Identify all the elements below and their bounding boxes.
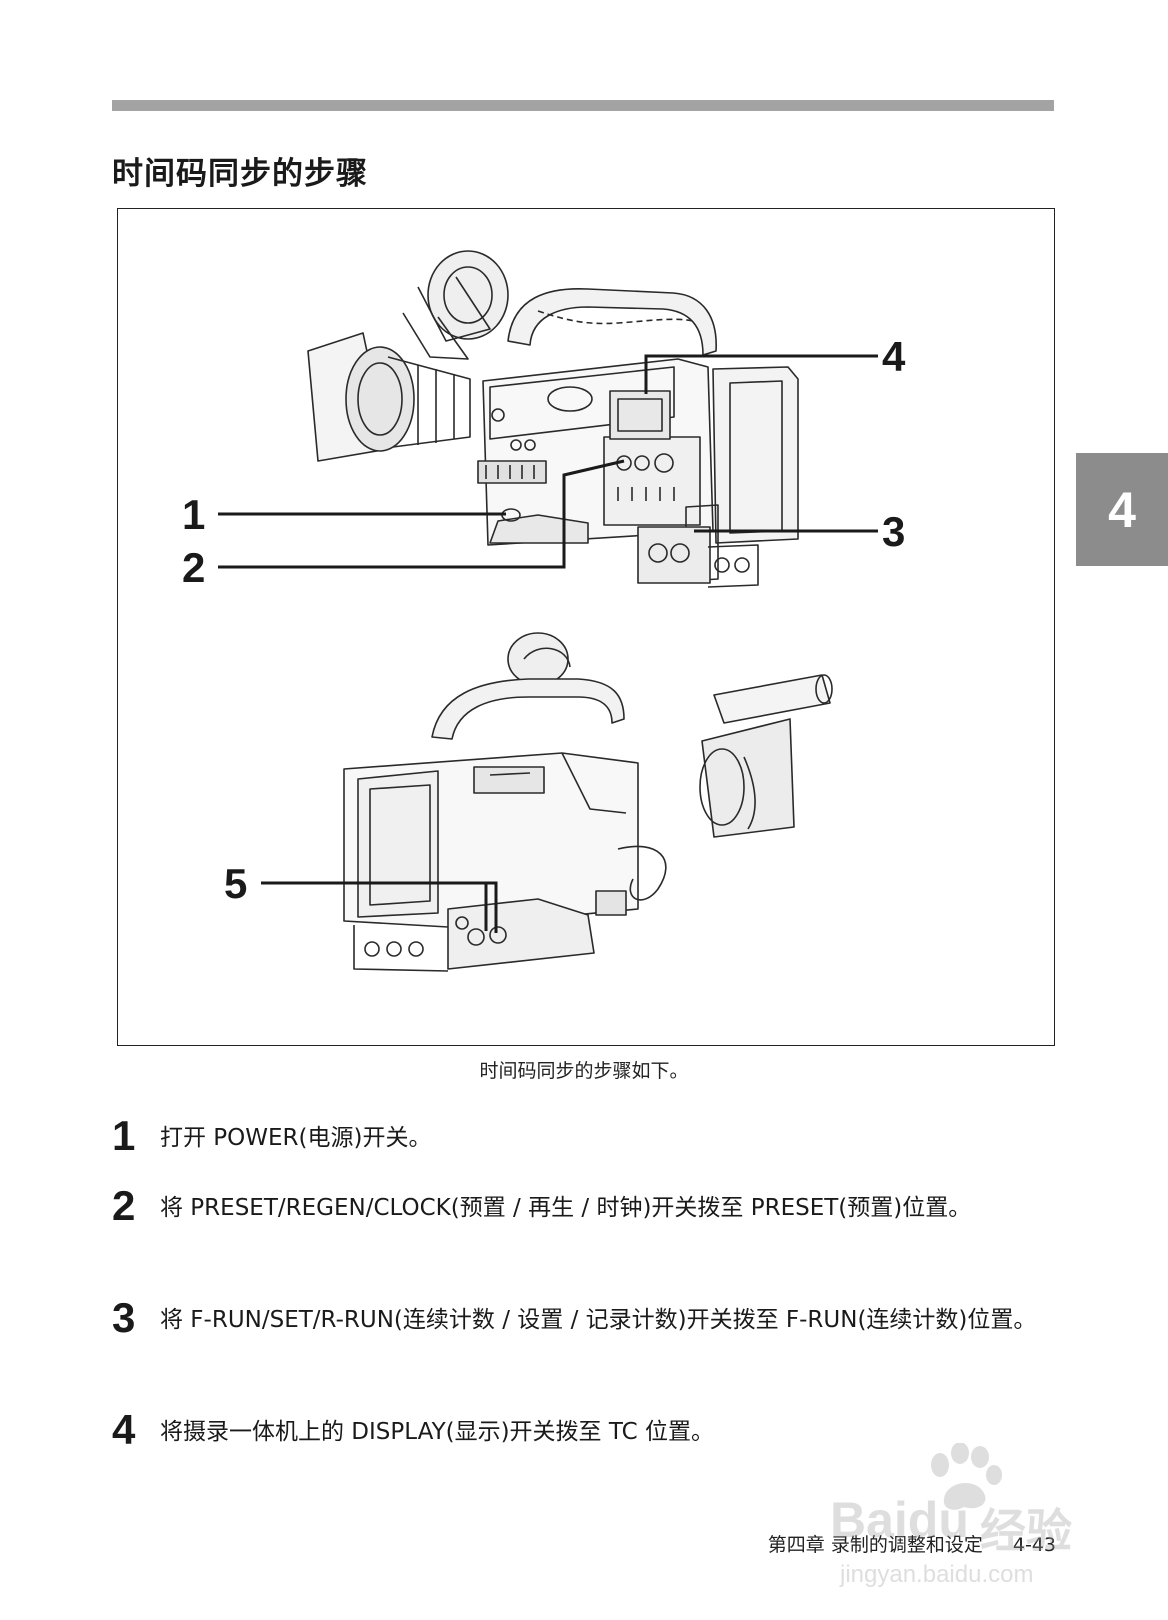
page-title: 时间码同步的步骤 (112, 156, 368, 192)
step-text: 将摄录一体机上的 DISPLAY(显示)开关拨至 TC 位置。 (160, 1419, 714, 1445)
watermark-url: jingyan.baidu.com (840, 1561, 1034, 1588)
page-number: 4-43 (1012, 1534, 1056, 1556)
step-number: 4 (112, 1406, 136, 1453)
callout-3: 3 (882, 508, 906, 555)
top-rule (112, 100, 1054, 111)
step-number: 1 (112, 1112, 136, 1159)
chapter-tab[interactable]: 4 (1076, 453, 1168, 566)
watermark-brand-cn: 经验 (980, 1505, 1072, 1557)
callout-5: 5 (224, 860, 248, 907)
step-number: 2 (112, 1182, 136, 1229)
step-text: 打开 POWER(电源)开关。 (160, 1125, 432, 1151)
callout-4: 4 (882, 333, 906, 380)
paw-icon (931, 1443, 1002, 1510)
step-text: 将 PRESET/REGEN/CLOCK(预置 / 再生 / 时钟)开关拨至 P… (160, 1195, 972, 1221)
callout-1: 1 (182, 491, 206, 538)
step-text: 将 F-RUN/SET/R-RUN(连续计数 / 设置 / 记录计数)开关拨至 … (160, 1307, 1037, 1333)
camcorder-illustration (218, 250, 878, 972)
callout-2: 2 (182, 544, 206, 591)
watermark-brand: Baidu (830, 1492, 969, 1548)
baidu-watermark: Baidu 经验 jingyan.baidu.com (830, 1443, 1100, 1603)
figure-caption: 时间码同步的步骤如下。 (479, 1060, 689, 1082)
figure-box: 1 2 3 4 5 (117, 208, 1055, 1046)
page-footer: 第四章 录制的调整和设定 4-43 (768, 1530, 1056, 1557)
footer-chapter: 第四章 录制的调整和设定 (767, 1534, 983, 1556)
step-number: 3 (112, 1294, 136, 1341)
